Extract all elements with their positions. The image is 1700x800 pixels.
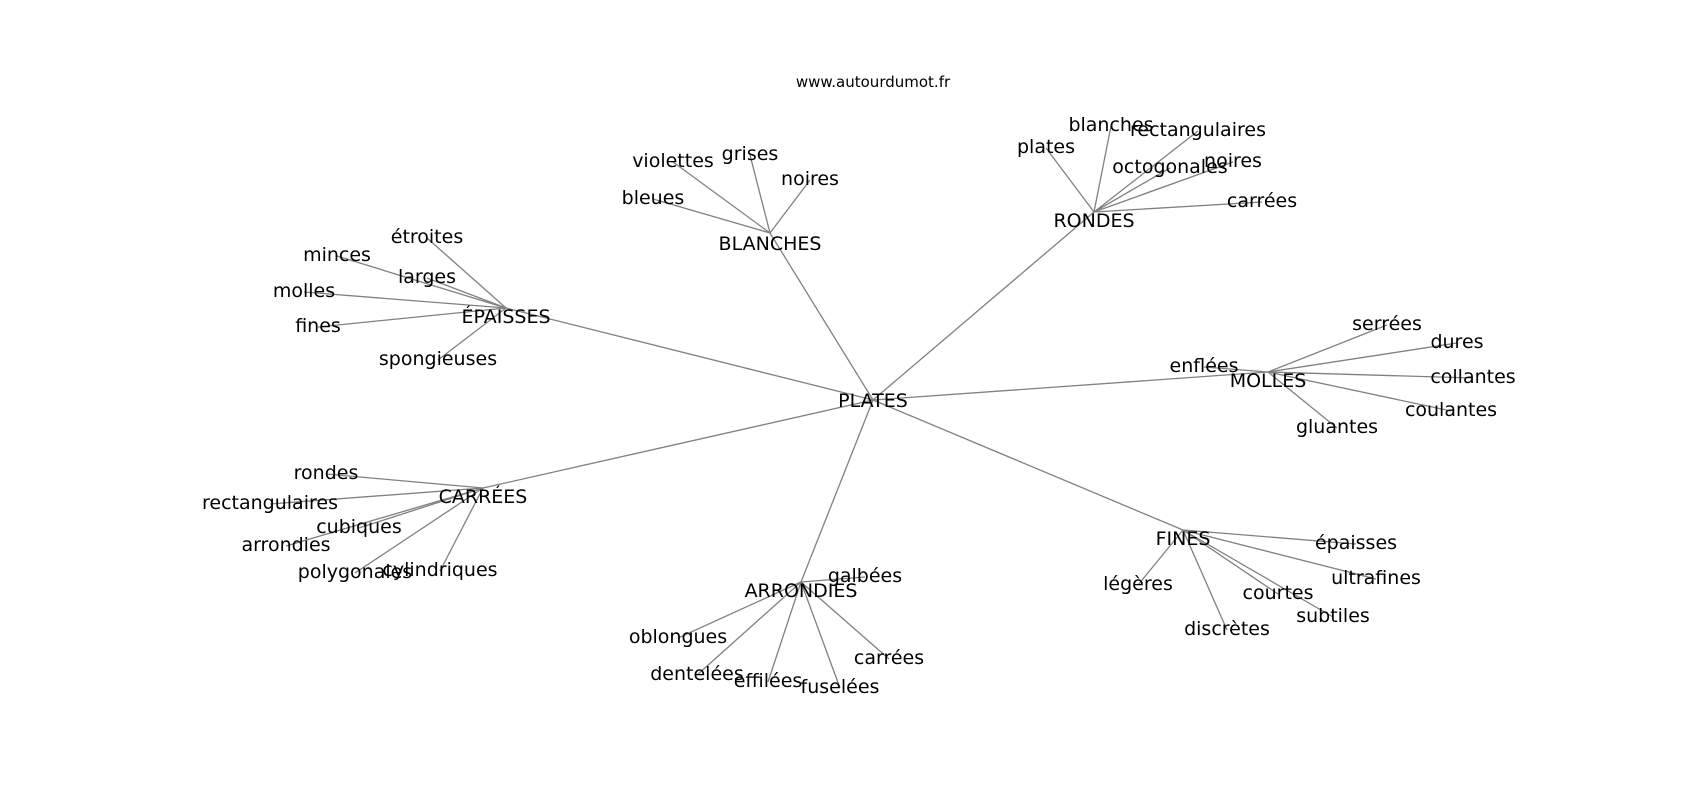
edge-blanches-bleues <box>652 198 771 234</box>
node-fines-epaisses: épaisses <box>1315 532 1397 554</box>
edge-carrees-polygonales <box>354 487 484 574</box>
edge-root-carrees <box>482 399 874 489</box>
node-arrondies-fuselees: fuselées <box>801 676 880 698</box>
node-rondes-carrees: carrées <box>1227 190 1297 212</box>
node-fines-legeres: légères <box>1103 573 1173 595</box>
edge-molles-dures <box>1267 342 1458 373</box>
node-molles: MOLLES <box>1230 370 1307 392</box>
node-carrees-rondes: rondes <box>294 462 359 484</box>
edge-blanches-grises <box>749 154 771 234</box>
edge-epaisses-spongieuses <box>437 307 507 361</box>
node-rondes-plates: plates <box>1017 136 1075 158</box>
node-epaisses-fines: fines <box>295 315 341 337</box>
node-fines-courtes: courtes <box>1243 582 1314 604</box>
edge-epaisses-molles <box>303 291 507 309</box>
edge-molles-coulantes <box>1267 371 1452 412</box>
node-fines-subtiles: subtiles <box>1296 605 1370 627</box>
node-arrondies-effilees: effilées <box>734 670 803 692</box>
edge-epaisses-larges <box>426 277 507 309</box>
node-carrees-cylindriques: cylindriques <box>382 559 497 581</box>
node-arrondies-dentelees: dentelées <box>650 663 744 685</box>
node-rondes-octogonales: octogonales <box>1112 156 1227 178</box>
node-blanches-grises: grises <box>722 143 779 165</box>
node-carrees-polygonales: polygonales <box>298 561 412 583</box>
edge-root-epaisses <box>505 307 874 401</box>
edge-blanches-noires <box>769 179 811 234</box>
node-blanches-violettes: violettes <box>632 150 714 172</box>
node-molles-gluantes: gluantes <box>1296 416 1378 438</box>
edge-fines-discretes <box>1182 529 1228 631</box>
node-carrees: CARRÉES <box>439 485 528 508</box>
edge-molles-gluantes <box>1267 371 1338 429</box>
edge-arrondies-effilees <box>767 581 802 683</box>
node-molles-serrees: serrées <box>1352 313 1422 335</box>
node-molles-collantes: collantes <box>1430 366 1515 388</box>
edge-molles-serrees <box>1267 324 1388 373</box>
edge-fines-subtiles <box>1182 529 1334 618</box>
node-rondes-rectangulaires: rectangulaires <box>1130 119 1266 141</box>
node-epaisses-minces: minces <box>303 244 371 266</box>
edge-blanches-violettes <box>672 161 771 234</box>
node-arrondies: ARRONDIES <box>745 580 858 602</box>
node-arrondies-oblongues: oblongues <box>629 626 727 648</box>
graph-labels: www.autourdumot.fr BLANCHES violettes gris… <box>202 73 1516 698</box>
edge-fines-courtes <box>1182 529 1279 595</box>
edge-rondes-plates <box>1045 147 1095 213</box>
edge-root-fines <box>872 399 1184 531</box>
edge-root-rondes <box>872 211 1095 401</box>
node-epaisses-etroites: étroites <box>391 226 463 248</box>
edge-rondes-octogonales <box>1093 167 1171 213</box>
node-molles-coulantes: coulantes <box>1405 399 1497 421</box>
node-blanches-noires: noires <box>781 168 839 190</box>
edge-fines-legeres <box>1137 529 1184 586</box>
edge-rondes-rectangulaires <box>1093 130 1199 213</box>
node-root: PLATES <box>838 390 908 412</box>
edge-rondes-noires <box>1093 161 1234 213</box>
edge-carrees-cylindriques <box>439 487 484 572</box>
edge-epaisses-etroites <box>426 237 507 309</box>
node-carrees-cubiques: cubiques <box>316 516 402 538</box>
node-epaisses-spongieuses: spongieuses <box>379 348 497 370</box>
edge-carrees-rondes <box>325 473 484 489</box>
node-rondes-blanches: blanches <box>1068 114 1153 136</box>
node-epaisses-larges: larges <box>398 266 456 288</box>
node-epaisses-molles: molles <box>273 280 335 302</box>
node-molles-enflees: enflées <box>1170 355 1239 377</box>
edge-fines-ultrafines <box>1182 529 1377 580</box>
edge-molles-collantes <box>1267 371 1474 379</box>
node-carrees-arrondies: arrondies <box>241 534 330 556</box>
edge-arrondies-dentelees <box>696 581 802 676</box>
node-blanches-bleues: bleues <box>622 187 685 209</box>
edge-molles-enflees <box>1203 366 1269 373</box>
node-fines: FINES <box>1156 528 1211 550</box>
source-caption: www.autourdumot.fr <box>796 73 951 91</box>
edge-root-blanches <box>769 232 874 401</box>
edge-root-molles <box>872 371 1269 401</box>
edge-rondes-blanches <box>1093 125 1112 213</box>
node-arrondies-carrees: carrées <box>854 647 924 669</box>
node-fines-discretes: discrètes <box>1184 618 1270 640</box>
edge-epaisses-minces <box>336 255 507 309</box>
edge-epaisses-fines <box>317 307 507 328</box>
node-epaisses: ÉPAISSES <box>461 305 550 328</box>
edge-arrondies-carrees <box>800 581 890 660</box>
node-carrees-rectangulaires: rectangulaires <box>202 492 338 514</box>
edge-carrees-arrondies <box>285 487 484 547</box>
edge-fines-epaisses <box>1182 529 1357 545</box>
edge-rondes-carrees <box>1093 201 1263 213</box>
graph-edges <box>269 125 1474 689</box>
node-fines-ultrafines: ultrafines <box>1331 567 1421 589</box>
node-rondes: RONDES <box>1053 210 1134 232</box>
node-arrondies-galbees: galbées <box>828 565 902 587</box>
edge-root-arrondies <box>800 399 874 583</box>
edge-arrondies-oblongues <box>677 581 802 639</box>
node-rondes-noires: noires <box>1204 150 1262 172</box>
edge-arrondies-fuselees <box>800 581 841 689</box>
node-blanches: BLANCHES <box>719 233 822 255</box>
node-molles-dures: dures <box>1430 331 1483 353</box>
edge-carrees-rectangulaires <box>269 487 484 505</box>
edge-arrondies-galbees <box>800 576 866 583</box>
